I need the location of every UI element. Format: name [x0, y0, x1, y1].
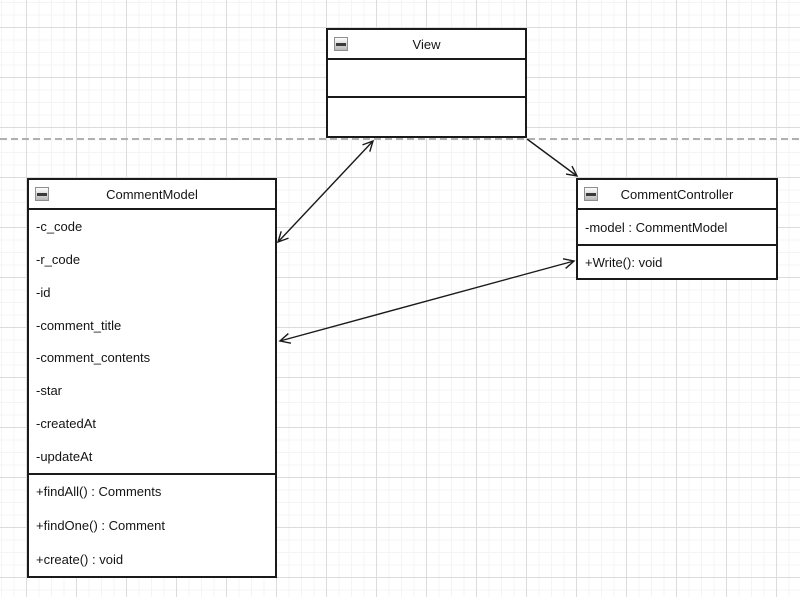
- attribute-row[interactable]: -id: [36, 284, 51, 300]
- class-name: CommentModel: [106, 186, 198, 202]
- methods-section: +findAll() : Comments +findOne() : Comme…: [29, 473, 275, 576]
- attributes-section: -c_code -r_code -id -comment_title -comm…: [29, 208, 275, 473]
- attribute-row[interactable]: -c_code: [36, 218, 83, 234]
- page-boundary-dashed-line: [0, 138, 800, 140]
- connector-view-commentmodel[interactable]: [276, 139, 375, 244]
- attribute-row[interactable]: -star: [36, 383, 62, 399]
- attributes-section[interactable]: [328, 58, 525, 96]
- collapse-minus-icon[interactable]: [35, 187, 49, 201]
- attribute-row[interactable]: -model : CommentModel: [585, 219, 728, 235]
- attribute-row[interactable]: -comment_title: [36, 317, 122, 333]
- attribute-row[interactable]: -createdAt: [36, 416, 96, 432]
- attribute-row[interactable]: -comment_contents: [36, 350, 151, 366]
- class-name: View: [412, 36, 441, 52]
- attribute-row[interactable]: -r_code: [36, 251, 81, 267]
- methods-section: +Write(): void: [578, 244, 776, 278]
- method-row[interactable]: +Write(): void: [585, 254, 663, 270]
- class-box-commentmodel[interactable]: CommentModel -c_code -r_code -id -commen…: [27, 178, 277, 578]
- attribute-row[interactable]: -updateAt: [36, 449, 93, 465]
- class-title-bar[interactable]: CommentController: [578, 180, 776, 208]
- class-box-view[interactable]: View: [326, 28, 527, 138]
- connector-commentcontroller-commentmodel[interactable]: [278, 258, 576, 344]
- connector-view-commentcontroller[interactable]: [526, 138, 579, 177]
- class-title-bar[interactable]: CommentModel: [29, 180, 275, 208]
- class-box-commentcontroller[interactable]: CommentController -model : CommentModel …: [576, 178, 778, 280]
- attributes-section: -model : CommentModel: [578, 208, 776, 244]
- methods-section[interactable]: [328, 96, 525, 136]
- method-row[interactable]: +create() : void: [36, 551, 124, 567]
- collapse-minus-icon[interactable]: [584, 187, 598, 201]
- collapse-minus-icon[interactable]: [334, 37, 348, 51]
- class-title-bar[interactable]: View: [328, 30, 525, 58]
- method-row[interactable]: +findAll() : Comments: [36, 484, 162, 500]
- method-row[interactable]: +findOne() : Comment: [36, 518, 165, 533]
- class-name: CommentController: [620, 186, 734, 202]
